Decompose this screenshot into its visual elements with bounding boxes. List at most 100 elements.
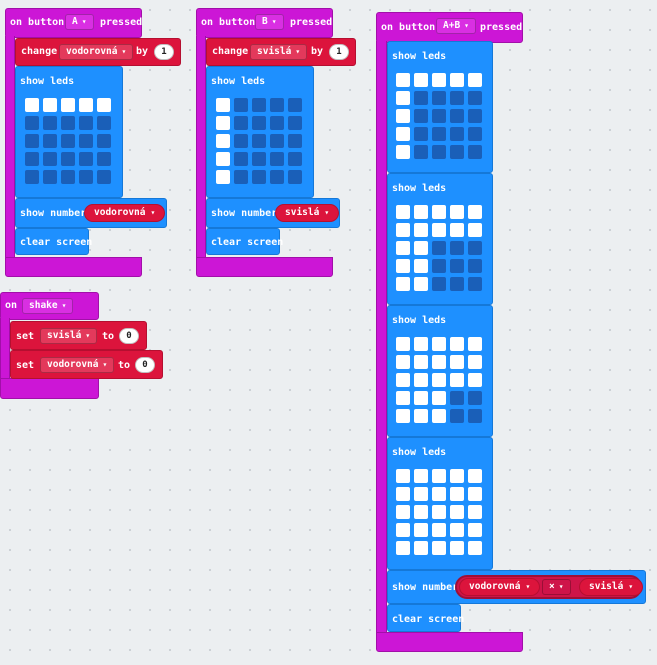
- led-off[interactable]: [25, 116, 39, 130]
- led-off[interactable]: [97, 170, 111, 184]
- led-off[interactable]: [270, 170, 284, 184]
- led-on[interactable]: [216, 116, 230, 130]
- led-on[interactable]: [450, 337, 464, 351]
- led-on[interactable]: [61, 98, 75, 112]
- led-on[interactable]: [396, 409, 410, 423]
- led-on[interactable]: [432, 355, 446, 369]
- clear-screen-block[interactable]: clear screen: [206, 228, 283, 255]
- led-on[interactable]: [396, 541, 410, 555]
- led-matrix[interactable]: [396, 337, 482, 423]
- show-leds-block[interactable]: show leds: [206, 66, 314, 198]
- led-off[interactable]: [450, 109, 464, 123]
- change-variable-dropdown[interactable]: svislá▾: [250, 44, 308, 60]
- led-on[interactable]: [468, 223, 482, 237]
- led-on[interactable]: [414, 391, 428, 405]
- led-on[interactable]: [468, 205, 482, 219]
- led-on[interactable]: [468, 469, 482, 483]
- led-on[interactable]: [432, 337, 446, 351]
- number-variable-reporter[interactable]: svislá▾: [275, 204, 340, 222]
- led-on[interactable]: [396, 223, 410, 237]
- led-off[interactable]: [432, 91, 446, 105]
- led-on[interactable]: [414, 541, 428, 555]
- led-off[interactable]: [450, 145, 464, 159]
- led-off[interactable]: [450, 277, 464, 291]
- led-on[interactable]: [432, 205, 446, 219]
- led-off[interactable]: [414, 91, 428, 105]
- led-on[interactable]: [432, 391, 446, 405]
- led-on[interactable]: [468, 337, 482, 351]
- led-off[interactable]: [288, 134, 302, 148]
- led-on[interactable]: [414, 523, 428, 537]
- set-vodorovna-block[interactable]: set vodorovná▾ to 0: [10, 350, 163, 379]
- led-off[interactable]: [79, 152, 93, 166]
- led-off[interactable]: [43, 134, 57, 148]
- led-off[interactable]: [252, 152, 266, 166]
- led-on[interactable]: [432, 373, 446, 387]
- button-b-dropdown[interactable]: B▾: [255, 14, 284, 30]
- number-variable-reporter[interactable]: vodorovná▾: [84, 204, 166, 222]
- led-off[interactable]: [61, 152, 75, 166]
- led-off[interactable]: [79, 170, 93, 184]
- led-off[interactable]: [414, 145, 428, 159]
- led-off[interactable]: [234, 98, 248, 112]
- led-on[interactable]: [414, 259, 428, 273]
- led-on[interactable]: [450, 73, 464, 87]
- operator-dropdown[interactable]: ×▾: [542, 579, 571, 595]
- led-on[interactable]: [432, 223, 446, 237]
- led-off[interactable]: [414, 109, 428, 123]
- led-on[interactable]: [396, 373, 410, 387]
- led-on[interactable]: [468, 373, 482, 387]
- led-on[interactable]: [450, 505, 464, 519]
- led-on[interactable]: [432, 523, 446, 537]
- led-on[interactable]: [414, 373, 428, 387]
- change-vodorovna-block[interactable]: change vodorovná▾ by 1: [15, 38, 181, 66]
- led-off[interactable]: [252, 116, 266, 130]
- led-on[interactable]: [450, 373, 464, 387]
- led-matrix[interactable]: [396, 469, 482, 555]
- led-off[interactable]: [79, 116, 93, 130]
- led-off[interactable]: [468, 241, 482, 255]
- led-off[interactable]: [450, 259, 464, 273]
- right-variable-reporter[interactable]: svislá▾: [579, 578, 644, 596]
- led-on[interactable]: [414, 469, 428, 483]
- led-on[interactable]: [432, 541, 446, 555]
- led-off[interactable]: [270, 98, 284, 112]
- led-on[interactable]: [396, 145, 410, 159]
- led-matrix[interactable]: [216, 98, 302, 184]
- gesture-dropdown[interactable]: shake▾: [22, 298, 74, 314]
- led-on[interactable]: [43, 98, 57, 112]
- led-off[interactable]: [270, 134, 284, 148]
- led-on[interactable]: [414, 241, 428, 255]
- led-off[interactable]: [468, 409, 482, 423]
- led-off[interactable]: [97, 152, 111, 166]
- clear-screen-block[interactable]: clear screen: [387, 604, 464, 632]
- led-on[interactable]: [396, 277, 410, 291]
- led-off[interactable]: [432, 277, 446, 291]
- led-on[interactable]: [432, 409, 446, 423]
- led-on[interactable]: [450, 541, 464, 555]
- led-on[interactable]: [414, 505, 428, 519]
- led-off[interactable]: [432, 259, 446, 273]
- led-off[interactable]: [288, 170, 302, 184]
- led-on[interactable]: [450, 223, 464, 237]
- led-on[interactable]: [468, 355, 482, 369]
- show-number-block[interactable]: show number vodorovná▾ ×▾ svislá▾: [387, 570, 646, 604]
- led-off[interactable]: [468, 91, 482, 105]
- led-off[interactable]: [432, 145, 446, 159]
- led-on[interactable]: [396, 109, 410, 123]
- led-on[interactable]: [97, 98, 111, 112]
- led-off[interactable]: [468, 145, 482, 159]
- led-on[interactable]: [216, 152, 230, 166]
- led-on[interactable]: [450, 205, 464, 219]
- led-off[interactable]: [270, 116, 284, 130]
- on-shake-event-block[interactable]: on shake▾: [0, 292, 99, 399]
- led-off[interactable]: [43, 116, 57, 130]
- led-on[interactable]: [468, 487, 482, 501]
- event-block-header[interactable]: [5, 8, 142, 38]
- event-block-header[interactable]: [196, 8, 333, 38]
- set-svisla-block[interactable]: set svislá▾ to 0: [10, 321, 147, 350]
- led-on[interactable]: [450, 469, 464, 483]
- led-on[interactable]: [468, 73, 482, 87]
- button-ab-dropdown[interactable]: A+B▾: [436, 18, 476, 34]
- led-off[interactable]: [234, 170, 248, 184]
